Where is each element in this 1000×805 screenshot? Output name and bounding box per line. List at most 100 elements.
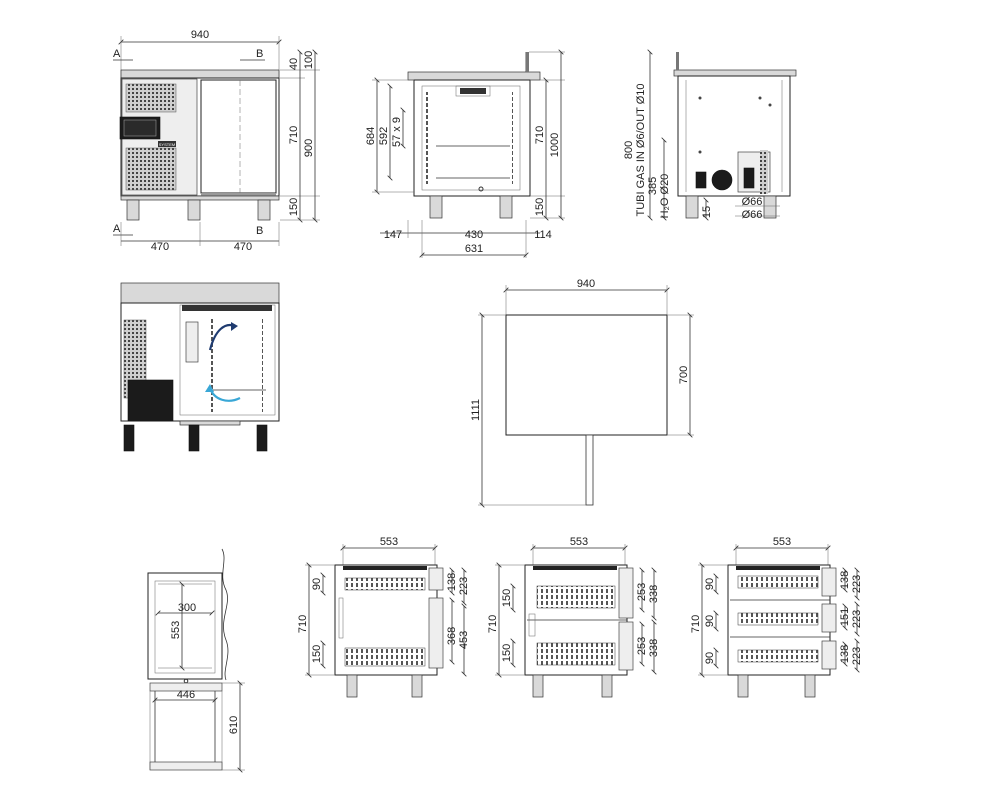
front-cabinet-height-label: 710 [288, 126, 300, 144]
drawer3-left-0: 90 [704, 578, 716, 590]
drawer1-left-1: 150 [311, 645, 323, 663]
plan-view: 940 700 1111 [470, 278, 694, 505]
rear-screws [698, 96, 772, 154]
drawer3-right-3: 223 [851, 610, 863, 628]
drawer-view-2: 553 710 150 150 253 338 253 338 [487, 536, 660, 698]
side-684-label: 684 [365, 127, 377, 145]
front-width-label: 940 [191, 29, 209, 41]
rear-h2o-label: H₂O Ø20 [659, 174, 671, 219]
rear-800-label: 800 [623, 141, 635, 159]
side-631-label: 631 [465, 243, 483, 255]
drawer3-right-4: 138 [839, 645, 851, 663]
side-cabinet [413, 79, 531, 197]
door [200, 79, 277, 194]
drawer2-right-1: 338 [648, 585, 660, 603]
rear-d66b-label: Ø66 [742, 209, 763, 221]
side-leg-rear [499, 195, 513, 219]
drawer3-right-5: 223 [851, 647, 863, 665]
leg-1 [126, 199, 140, 221]
drawer-view-1: 553 710 90 150 138 223 368 453 [297, 536, 470, 698]
side-rack-ticks [426, 92, 516, 184]
rear-panel [677, 75, 791, 197]
front-legs-height-label: 150 [288, 198, 300, 216]
section-a-top: A [113, 48, 121, 60]
drawer1-right-1: 223 [458, 577, 470, 595]
leg-2 [187, 199, 201, 221]
front-top-label: 40 [288, 58, 300, 70]
drawer2-right-2: 253 [636, 637, 648, 655]
drawer2-right-3: 338 [648, 639, 660, 657]
rear-d66a-label: Ø66 [742, 196, 763, 208]
drawer2-left-1: 150 [501, 644, 513, 662]
drawer3-basket-middle [737, 612, 819, 626]
drawer2-basket-bottom [536, 642, 616, 666]
rear-worktop [673, 69, 797, 77]
front-half-left-label: 470 [151, 241, 169, 253]
tray-610-label: 610 [228, 716, 240, 734]
plan-depth-open-label: 1111 [470, 399, 482, 421]
plan-top [505, 314, 668, 436]
drawer1-basket-top [344, 577, 426, 591]
break-line [221, 548, 229, 681]
side-592-label: 592 [378, 127, 390, 145]
drawer2-width-label: 553 [570, 536, 588, 548]
drawer1-left-0: 90 [311, 578, 323, 590]
side-leg-front [429, 195, 443, 219]
drawer1-width-label: 553 [380, 536, 398, 548]
section-b-top: B [256, 48, 263, 60]
side-section-view: 684 592 57 x 9 710 1000 150 147 430 114 … [365, 52, 565, 258]
side-114-label: 114 [534, 229, 552, 241]
drawer1-basket-bottom [344, 647, 426, 667]
drawer1-710-label: 710 [297, 615, 309, 633]
drawer3-right-2: 151 [839, 608, 851, 626]
drawer2-710-label: 710 [487, 615, 499, 633]
base-rail [120, 195, 280, 201]
drawer1-right-3: 453 [458, 631, 470, 649]
drawer3-right-0: 138 [839, 571, 851, 589]
side-430-label: 430 [465, 229, 483, 241]
side-150-label: 150 [534, 198, 546, 216]
worktop [120, 69, 280, 79]
drawer3-710-label: 710 [690, 615, 702, 633]
tray-grid-view: 300 553 446 610 [147, 548, 245, 770]
section-a-bottom: A [113, 223, 121, 235]
plan-open-door [585, 434, 594, 506]
drawer3-basket-bottom [737, 649, 819, 663]
leg-3 [257, 199, 271, 221]
airflow-leg-2 [188, 424, 200, 452]
front-total-height-label: 900 [303, 139, 315, 157]
evaporator [185, 321, 199, 363]
drawer2-left-0: 150 [501, 589, 513, 607]
compressor [711, 169, 733, 191]
brand-logo: SYSTEM [159, 142, 175, 147]
front-half-right-label: 470 [234, 241, 252, 253]
airflow-leg-3 [256, 424, 268, 452]
side-grid-label: 57 x 9 [391, 117, 403, 147]
drawer1-right-2: 368 [446, 627, 458, 645]
plan-width-label: 940 [577, 278, 595, 290]
rear-385-label: 385 [647, 177, 659, 195]
airflow-compressor [127, 379, 174, 422]
drawer2-basket-top [536, 585, 616, 609]
front-view: 940 A B SYSTEM 40 100 710 [113, 29, 320, 253]
rear-gas-label: TUBI GAS IN Ø6/OUT Ø10 [635, 83, 647, 216]
drawer3-left-2: 90 [704, 652, 716, 664]
tray-frame [147, 572, 223, 680]
tray-553-label: 553 [170, 621, 182, 639]
tray-300-label: 300 [178, 602, 196, 614]
side-147-label: 147 [384, 229, 402, 241]
drawer3-basket-top [737, 575, 819, 589]
drawer2-right-0: 253 [636, 583, 648, 601]
tray-446-label: 446 [177, 689, 195, 701]
front-top-total-label: 100 [303, 51, 315, 69]
side-1000-label: 1000 [549, 133, 561, 157]
drawer3-left-1: 90 [704, 615, 716, 627]
drain-pipe [695, 171, 707, 189]
section-b-bottom: B [256, 225, 263, 237]
side-710-label: 710 [534, 126, 546, 144]
side-worktop [407, 71, 541, 81]
rear-view: 800 TUBI GAS IN Ø6/OUT Ø10 385 H₂O Ø20 1… [623, 52, 797, 221]
vent-grille-top [125, 83, 177, 113]
airflow-leg-1 [123, 424, 135, 452]
